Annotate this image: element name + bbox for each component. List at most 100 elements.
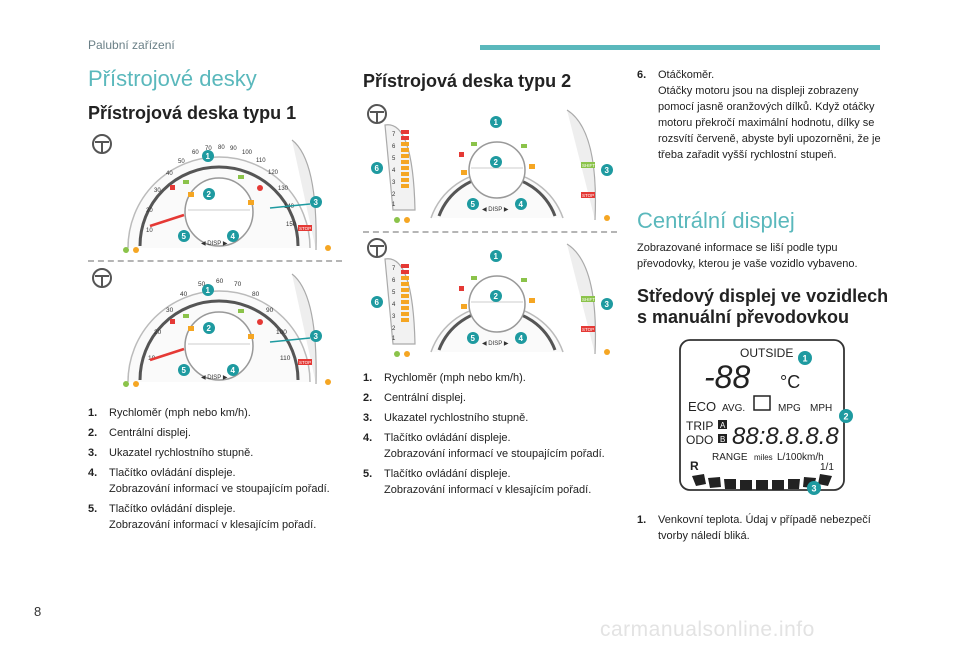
gauge-tick-label: 50: [198, 281, 206, 288]
stop-label: STOP: [582, 193, 594, 198]
list-item: 3.Ukazatel rychlostního stupně.: [363, 412, 529, 424]
steering-wheel-icon: [92, 134, 112, 154]
callout-3: 3: [812, 484, 817, 494]
gauge-tick-label: 20: [154, 329, 162, 336]
lcd-avg: AVG.: [722, 403, 745, 414]
lcd-trip-b: B: [720, 435, 725, 444]
section-title-type2: Přístrojová deska typu 2: [363, 71, 572, 91]
cluster-type1-kmh-figure: 10 20 30 40 50 60 70 80 90 100 110 ◀ DIS…: [88, 264, 342, 390]
lcd-outside-label: OUTSIDE: [740, 346, 793, 360]
list-item: 1.Rychloměr (mph nebo km/h).: [88, 407, 251, 419]
lcd-trip-a: A: [720, 421, 726, 430]
fuel-pump-icon: [753, 395, 771, 411]
lcd-trip: TRIP: [686, 419, 713, 433]
callout-1: 1: [206, 286, 211, 295]
watermark: carmanualsonline.info: [600, 618, 815, 641]
section-header-label: Palubní zařízení: [88, 38, 175, 52]
callout-2: 2: [844, 412, 849, 422]
list-item: 1.Venkovní teplota. Údaj v případě nebez…: [637, 514, 871, 542]
gauge-tick-label: 80: [218, 145, 225, 151]
callout-2: 2: [207, 190, 212, 199]
gauge-tick-label: 130: [278, 186, 289, 192]
stop-indicator: [298, 359, 312, 365]
gauge-tick-label: 30: [154, 188, 161, 194]
gauge-tick-label: 70: [205, 146, 212, 152]
callout-1: 1: [494, 252, 499, 261]
lcd-reverse: R: [690, 459, 699, 473]
legend-list-type2-continued: 6.Otáčkoměr.Otáčky motoru jsou na disple…: [637, 67, 887, 167]
list-item: 5.Tlačítko ovládání displeje.Zobrazování…: [88, 503, 317, 531]
cluster-type2-kmh-figure: 7 6 5 4 3 2 1 ◀ DISP ▶ SHIFT STOP 1 2 3 …: [363, 234, 617, 360]
rpm-tick-label: 4: [392, 302, 396, 308]
callout-6: 6: [375, 164, 380, 173]
rpm-tick-label: 1: [392, 202, 396, 208]
gauge-tick-label: 90: [266, 307, 274, 314]
gauge-tick-label: 80: [252, 291, 260, 298]
callout-2: 2: [494, 292, 499, 301]
needle: [149, 213, 185, 228]
rpm-tick-label: 3: [392, 314, 396, 320]
lcd-odo: ODO: [686, 433, 713, 447]
rpm-tick-label: 2: [392, 192, 396, 198]
callout-5: 5: [471, 200, 476, 209]
gauge-tick-label: 100: [276, 329, 287, 336]
disp-label: ◀ DISP ▶: [482, 207, 509, 213]
callout-3: 3: [314, 198, 319, 207]
stop-label: STOP: [299, 226, 311, 231]
callout-1: 1: [803, 354, 808, 364]
gauge-tick-label: 40: [180, 291, 188, 298]
list-item: 6.Otáčkoměr.Otáčky motoru jsou na disple…: [637, 69, 881, 161]
gauge-tick-label: 110: [280, 355, 291, 362]
shift-label: SHIFT: [582, 297, 595, 302]
lcd-unit-c: °C: [780, 372, 800, 392]
gauge-tick-label: 60: [192, 150, 199, 156]
rpm-tick-label: 6: [392, 144, 396, 150]
stop-label: STOP: [582, 327, 594, 332]
lcd-one-one: 1/1: [820, 462, 834, 473]
shift-indicator: [581, 162, 595, 168]
rpm-tick-label: 4: [392, 168, 396, 174]
rpm-tick-label: 1: [392, 336, 396, 342]
gauge-tick-label: 60: [216, 278, 224, 285]
callout-5: 5: [471, 334, 476, 343]
stop-indicator: [581, 192, 595, 198]
gauge-tick-label: 20: [146, 208, 153, 214]
cluster-type2-mph-figure: 7 6 5 4 3 2 1 ◀ DISP ▶ SHIFT STOP 1 2 3 …: [363, 100, 617, 226]
rpm-tick-label: 5: [392, 156, 396, 162]
gauge-tick-label: 150: [286, 222, 297, 228]
callout-4: 4: [231, 366, 236, 375]
central-display-title: Centrální displej: [637, 208, 795, 233]
legend-list-type2: 1.Rychloměr (mph nebo km/h). 2.Centrální…: [363, 370, 618, 502]
steering-wheel-icon: [367, 104, 387, 124]
header-rule: [480, 45, 880, 50]
needle: [149, 347, 185, 362]
disp-label: ◀ DISP ▶: [482, 341, 509, 347]
list-item: 4.Tlačítko ovládání displeje.Zobrazování…: [363, 432, 605, 460]
shift-indicator: [581, 296, 595, 302]
gauge-tick-label: 120: [268, 170, 279, 176]
gauge-tick-label: 70: [234, 281, 242, 288]
legend-list-type1: 1.Rychloměr (mph nebo km/h). 2.Centrální…: [88, 405, 348, 537]
figure-divider: [88, 260, 342, 262]
section-title-type1: Přístrojová deska typu 1: [88, 103, 297, 123]
gauge-tick-label: 50: [178, 159, 185, 165]
list-item: 5.Tlačítko ovládání displeje.Zobrazování…: [363, 468, 592, 496]
manual-display-title-line2: s manuální převodovkou: [637, 307, 850, 327]
callout-4: 4: [519, 200, 524, 209]
stop-indicator: [298, 225, 312, 231]
callout-1: 1: [494, 118, 499, 127]
callout-1: 1: [206, 152, 211, 161]
lcd-eco: ECO: [688, 399, 716, 414]
gauge-tick-label: 10: [146, 228, 153, 234]
gauge-tick-label: 100: [242, 150, 253, 156]
gauge-tick-label: 90: [230, 146, 237, 152]
stop-indicator: [581, 326, 595, 332]
disp-label: ◀ DISP ▶: [201, 375, 228, 381]
list-item: 2.Centrální displej.: [88, 427, 191, 439]
lcd-miles: miles: [754, 453, 773, 462]
disp-label: ◀ DISP ▶: [201, 241, 228, 247]
callout-5: 5: [182, 366, 187, 375]
callout-3: 3: [314, 332, 319, 341]
legend-list-lcd: 1.Venkovní teplota. Údaj v případě nebez…: [637, 512, 887, 548]
callout-6: 6: [375, 298, 380, 307]
